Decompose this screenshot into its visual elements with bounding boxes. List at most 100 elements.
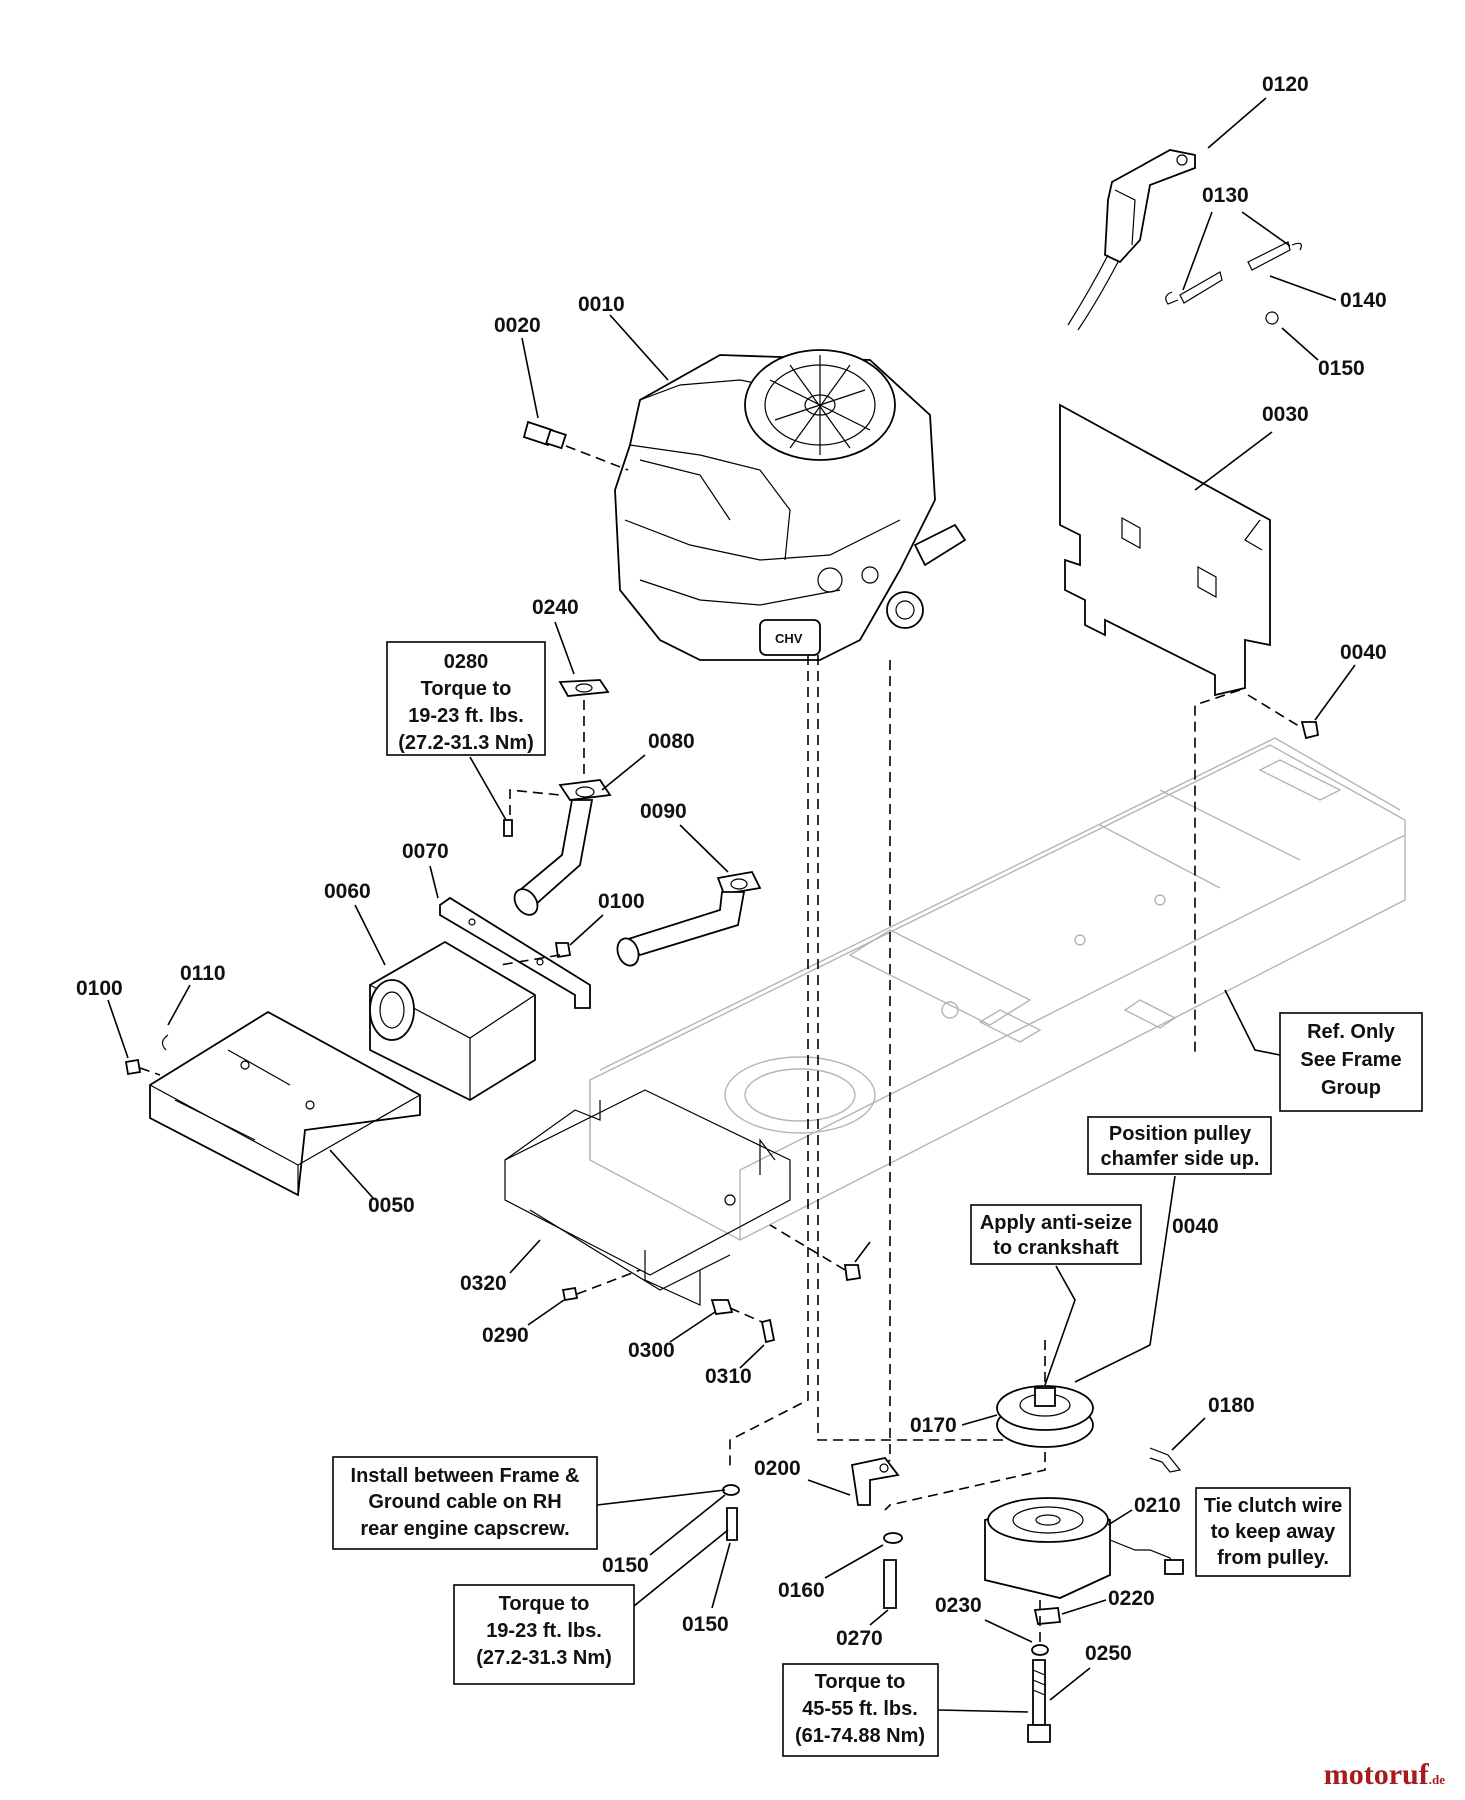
nut-0290 (561, 1286, 579, 1302)
engine-badge: CHV (775, 631, 803, 646)
label-0120: 0120 (1262, 73, 1309, 96)
svg-text:(27.2-31.3 Nm): (27.2-31.3 Nm) (398, 732, 534, 754)
label-0160: 0150 (682, 1613, 729, 1636)
hairpin-0130 (1165, 241, 1302, 305)
svg-text:from pulley.: from pulley. (1217, 1547, 1329, 1569)
screw-0100-left (124, 1058, 142, 1076)
pulley-0190 (996, 1385, 1094, 1448)
label-0100-left: 0100 (76, 977, 123, 1000)
label-0070: 0070 (402, 840, 449, 863)
svg-text:Torque to: Torque to (499, 1593, 590, 1615)
bolt-0270 (883, 1559, 897, 1609)
label-0080: 0080 (648, 730, 695, 753)
svg-text:Position pulley: Position pulley (1109, 1123, 1252, 1145)
clutch-bracket-0210 (850, 1457, 900, 1506)
label-0040-upper: 0040 (1340, 641, 1387, 664)
svg-text:45-55 ft. lbs.: 45-55 ft. lbs. (802, 1698, 918, 1720)
note-anti-seize: Apply anti-seize to crankshaft (970, 1204, 1142, 1265)
exhaust-pipe-0090 (616, 870, 762, 967)
svg-text:Torque to: Torque to (815, 1671, 906, 1693)
lock-washer-0240 (1031, 1644, 1049, 1656)
note-0280: 0280 Torque to 19-23 ft. lbs. (27.2-31.3… (386, 641, 546, 756)
label-0300: 0300 (628, 1339, 675, 1362)
washer-0180 (883, 1532, 903, 1544)
exhaust-bolt-0280 (503, 819, 513, 837)
label-0060: 0060 (324, 880, 371, 903)
label-0100-right: 0100 (598, 890, 645, 913)
electric-clutch-0220 (984, 1497, 1184, 1599)
label-0090: 0090 (640, 800, 687, 823)
label-0230: 0220 (1108, 1587, 1155, 1610)
engine-plate-0320 (504, 1089, 791, 1306)
clip-0110 (161, 1034, 169, 1051)
screw-0310 (760, 1318, 776, 1344)
svg-text:0280: 0280 (444, 651, 489, 673)
wire-tie-0200 (1149, 1447, 1182, 1473)
note-ground-cable: Install between Frame & Ground cable on … (332, 1456, 598, 1550)
exhaust-pipe-0080 (513, 779, 612, 916)
label-0050: 0050 (368, 1194, 415, 1217)
note-clutch-wire: Tie clutch wire to keep away from pulley… (1195, 1487, 1351, 1577)
clutch-washer-0230 (1033, 1607, 1062, 1625)
note-pulley-position: Position pulley chamfer side up. (1087, 1116, 1272, 1175)
svg-text:to keep away: to keep away (1211, 1521, 1336, 1543)
label-0250: 0250 (1085, 1642, 1132, 1665)
muffler-guard-0050 (149, 1010, 421, 1197)
watermark: motoruf.de (1323, 1758, 1445, 1791)
screw-0100-right (554, 942, 572, 959)
svg-text:Ground cable on RH: Ground cable on RH (368, 1491, 561, 1513)
label-0220: 0210 (1134, 1494, 1181, 1517)
label-0040-lower: 0040 (1172, 1215, 1219, 1238)
label-0110: 0110 (180, 962, 226, 985)
label-0200: 0180 (1208, 1394, 1255, 1417)
note-ref-frame: Ref. Only See Frame Group (1279, 1012, 1423, 1112)
throttle-control-0120 (1067, 149, 1196, 331)
label-0190: 0170 (910, 1414, 957, 1437)
svg-text:(27.2-31.3 Nm): (27.2-31.3 Nm) (476, 1647, 612, 1669)
engine-0010: CHV (614, 349, 967, 661)
heat-shield-0030 (1059, 403, 1271, 697)
label-0150: 0150 (1318, 357, 1365, 380)
svg-text:Apply anti-seize: Apply anti-seize (980, 1212, 1132, 1234)
bushing-0300 (710, 1299, 734, 1315)
svg-text:to crankshaft: to crankshaft (993, 1237, 1119, 1259)
label-0170: 0150 (602, 1554, 649, 1577)
svg-text:rear engine capscrew.: rear engine capscrew. (360, 1518, 569, 1540)
label-0320: 0320 (460, 1272, 507, 1295)
svg-text:Ref. Only: Ref. Only (1307, 1021, 1396, 1043)
svg-text:(61-74.88 Nm): (61-74.88 Nm) (795, 1725, 925, 1747)
label-0140: 0140 (1340, 289, 1387, 312)
svg-text:Torque to: Torque to (421, 678, 512, 700)
capscrew-0040-lower (843, 1264, 862, 1282)
clutch-bolt-0250 (1027, 1659, 1051, 1743)
oil-drain-0020 (522, 420, 567, 450)
retainer-0150 (1265, 311, 1279, 325)
label-0260: 0240 (532, 596, 579, 619)
label-0270: 0270 (836, 1627, 883, 1650)
note-torque-0160: Torque to 19-23 ft. lbs. (27.2-31.3 Nm) (453, 1584, 635, 1685)
lock-washer-0170 (722, 1484, 740, 1496)
label-0020: 0020 (494, 314, 541, 337)
label-0130: 0130 (1202, 184, 1249, 207)
label-0210: 0200 (754, 1457, 801, 1480)
svg-text:See Frame: See Frame (1300, 1049, 1401, 1071)
label-0290: 0290 (482, 1324, 529, 1347)
svg-text:19-23 ft. lbs.: 19-23 ft. lbs. (408, 705, 524, 727)
capscrew-0040-upper (1300, 721, 1320, 740)
gasket-0260 (558, 679, 610, 697)
svg-text:Tie clutch wire: Tie clutch wire (1204, 1495, 1343, 1517)
label-0030: 0030 (1262, 403, 1309, 426)
label-0240: 0230 (935, 1594, 982, 1617)
svg-text:Group: Group (1321, 1077, 1381, 1099)
label-0180: 0160 (778, 1579, 825, 1602)
bracket-0070 (439, 896, 591, 1009)
muffler-0060 (369, 940, 536, 1102)
note-torque-0250: Torque to 45-55 ft. lbs. (61-74.88 Nm) (782, 1663, 939, 1757)
svg-text:chamfer side up.: chamfer side up. (1101, 1148, 1260, 1170)
capscrew-0160 (726, 1507, 738, 1541)
svg-text:19-23 ft. lbs.: 19-23 ft. lbs. (486, 1620, 602, 1642)
label-0310: 0310 (705, 1365, 752, 1388)
svg-text:Install between Frame &: Install between Frame & (351, 1465, 580, 1487)
label-0010: 0010 (578, 293, 625, 316)
